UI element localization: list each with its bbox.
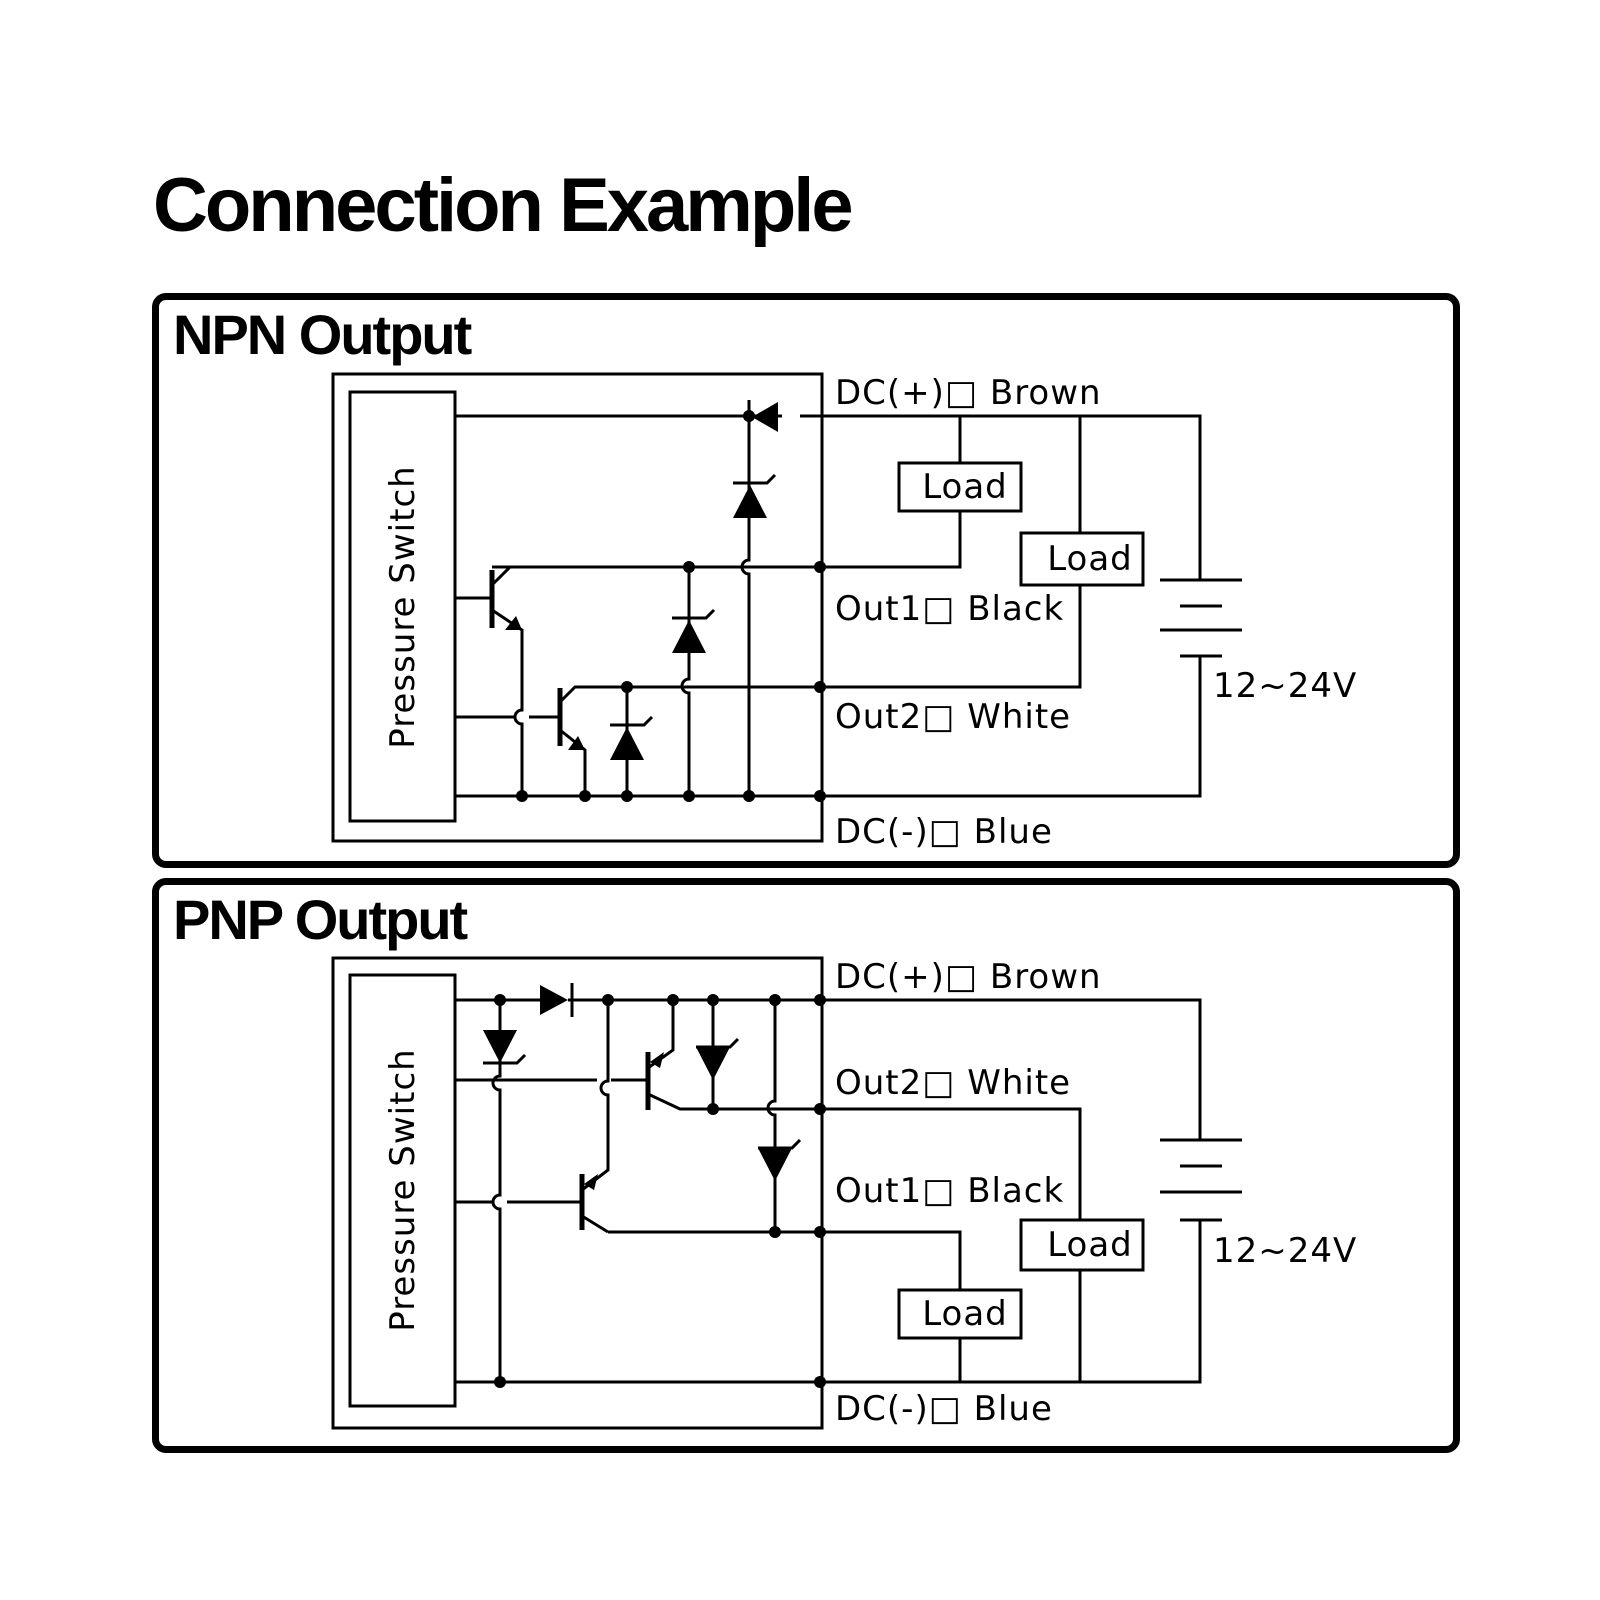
npn-schematic: Pressure Switch xyxy=(331,372,1357,852)
npn-switch-label: Pressure Switch xyxy=(383,465,423,748)
npn-load1-label: Load xyxy=(922,467,1008,507)
pnp-load1 xyxy=(897,1288,1023,1340)
pnp-switch-block xyxy=(348,973,457,1408)
pnp-battery-icon xyxy=(1160,1138,1242,1222)
npn-zener2-icon xyxy=(672,620,706,653)
pnp-schematic: Pressure Switch xyxy=(331,956,1357,1430)
npn-load2 xyxy=(1019,531,1145,587)
pnp-dc-plus-label: DC(+)□ Brown xyxy=(835,957,1102,997)
npn-load1 xyxy=(897,461,1023,513)
pnp-zener-left-wire xyxy=(491,1000,502,1382)
npn-sensor-housing xyxy=(331,372,824,843)
npn-dc-plus-label: DC(+)□ Brown xyxy=(835,373,1102,413)
pnp-zener-mid-icon xyxy=(696,1047,730,1080)
pnp-dc-plus-rail xyxy=(455,998,1202,1140)
npn-load2-label: Load xyxy=(1047,539,1133,579)
npn-panel-title: NPN Output xyxy=(173,303,472,366)
pnp-voltage-label: 12~24V xyxy=(1213,1231,1357,1271)
npn-dc-minus-label: DC(-)□ Blue xyxy=(835,812,1053,852)
npn-protect-diode-icon xyxy=(752,402,778,432)
pnp-load2-label: Load xyxy=(1047,1225,1133,1265)
pnp-out1-wire xyxy=(608,1230,962,1290)
pnp-out2-wire xyxy=(713,1107,1082,1220)
npn-zener1-icon xyxy=(733,485,767,518)
pnp-out2-label: Out2□ White xyxy=(835,1063,1071,1103)
pnp-dc-minus-label: DC(-)□ Blue xyxy=(835,1389,1053,1429)
npn-switch-block xyxy=(348,390,457,823)
pnp-load1-label: Load xyxy=(922,1294,1008,1334)
npn-out2-label: Out2□ White xyxy=(835,697,1071,737)
pnp-dc-minus-rail xyxy=(455,1220,1202,1384)
pnp-zener-right-icon xyxy=(758,1148,792,1181)
pnp-out1-label: Out1□ Black xyxy=(835,1171,1064,1211)
npn-zener2-wire xyxy=(680,567,691,796)
npn-out2-wire xyxy=(627,586,1082,689)
npn-zener3-icon xyxy=(610,727,644,760)
pnp-load2 xyxy=(1019,1218,1145,1272)
pnp-output-panel: PNP Output Pressure Switch xyxy=(152,878,1460,1453)
npn-dc-plus-rail xyxy=(455,414,1202,580)
pnp-panel-title: PNP Output xyxy=(173,888,468,951)
pnp-protect-diode-icon xyxy=(540,985,568,1015)
pnp-sensor-housing xyxy=(331,956,824,1430)
npn-out1-wire xyxy=(492,510,962,569)
npn-dc-minus-rail xyxy=(455,656,1202,798)
pnp-switch-label: Pressure Switch xyxy=(383,1048,423,1331)
pnp-zener-left-icon xyxy=(483,1030,517,1063)
page-title: Connection Example xyxy=(153,163,854,248)
npn-zener1-wire xyxy=(740,416,751,796)
npn-out1-label: Out1□ Black xyxy=(835,589,1064,629)
npn-battery-icon xyxy=(1160,578,1242,658)
npn-output-panel: NPN Output Pressure Switch xyxy=(152,293,1460,868)
pnp-zener-right-wire xyxy=(766,1000,777,1232)
npn-voltage-label: 12~24V xyxy=(1213,666,1357,706)
